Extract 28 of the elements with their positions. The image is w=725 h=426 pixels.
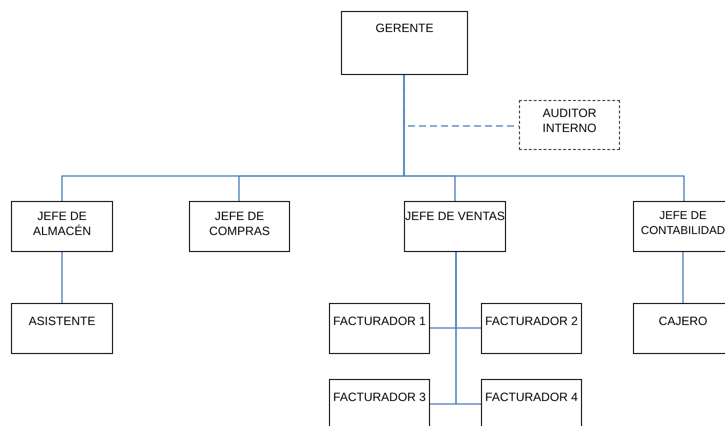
staff-box	[481, 379, 582, 426]
position-title: AUDITOR INTERNO	[542, 106, 598, 136]
staff-box	[481, 303, 582, 354]
position-title: FACTURADOR 1	[333, 314, 426, 329]
staff-box	[329, 379, 430, 426]
staff-box	[11, 303, 113, 354]
position-title: JEFE DE VENTAS	[405, 209, 505, 224]
position-title: GERENTE	[375, 21, 434, 36]
position-title: CAJERO	[658, 314, 708, 329]
position-title: ASISTENTE	[28, 314, 96, 329]
position-title: JEFE DE COMPRAS	[208, 209, 271, 239]
connector-line	[455, 252, 481, 405]
position-title: FACTURADOR 2	[485, 314, 578, 329]
position-title: FACTURADOR 4	[485, 390, 578, 405]
auditor-box	[519, 100, 620, 150]
connector-line	[403, 75, 685, 201]
department-box	[189, 201, 290, 252]
department-box	[633, 201, 725, 252]
position-title: JEFE DE ALMACÉN	[32, 209, 92, 239]
staff-box	[633, 303, 725, 354]
manager-box	[341, 11, 468, 75]
connector-line	[682, 252, 684, 303]
department-box	[11, 201, 113, 252]
staff-box	[329, 303, 430, 354]
connector-line	[61, 252, 63, 303]
position-title: FACTURADOR 3	[333, 390, 426, 405]
department-box	[404, 201, 506, 252]
position-title: JEFE DE CONTABILIDAD	[640, 209, 725, 239]
